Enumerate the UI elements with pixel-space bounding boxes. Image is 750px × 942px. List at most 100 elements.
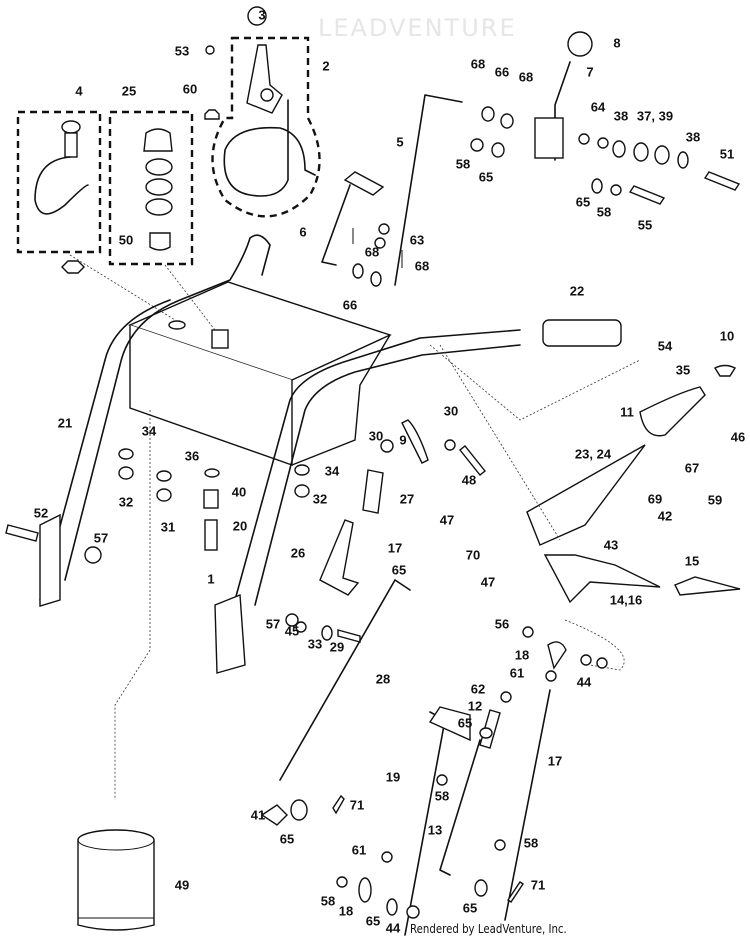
callout-label: 65: [458, 715, 472, 730]
callout-label: 13: [428, 822, 442, 837]
callout-label: 25: [122, 83, 136, 98]
nut-60: [204, 109, 220, 120]
callout-label: 32: [119, 494, 133, 509]
callout-label: 4: [75, 83, 83, 98]
handle-plate-left: [39, 513, 61, 607]
handle-21-inner: [39, 299, 171, 601]
callout-label: 57: [266, 616, 280, 631]
grip-15: [674, 576, 741, 596]
callout-label: 23, 24: [575, 446, 612, 461]
callout-label: 53: [175, 43, 189, 58]
callout-label: 37, 39: [637, 108, 673, 123]
callout-label: 7: [586, 64, 593, 79]
callout-label: 44: [386, 920, 401, 935]
filter-49: [77, 829, 155, 931]
callout-label: 68: [471, 56, 485, 71]
rod-28: [279, 579, 411, 781]
callout-label: 58: [321, 893, 335, 908]
callout-label: 2: [322, 58, 329, 73]
tank-fittings: [5, 439, 486, 643]
kit-box-25: [108, 110, 194, 266]
throttle-control-2: [223, 44, 316, 197]
callout-label: 48: [462, 472, 476, 487]
callout-label: 18: [515, 647, 529, 662]
knob-8: [567, 31, 593, 57]
callout-label: 29: [330, 639, 344, 654]
handle-bar-right-inner: [254, 344, 521, 606]
callout-label: 6: [299, 224, 306, 239]
callout-label: 38: [614, 108, 628, 123]
callout-label: 57: [94, 530, 108, 545]
knob-3: [247, 6, 267, 26]
callout-label: 34: [142, 423, 157, 438]
callout-label: 28: [376, 671, 390, 686]
callout-label: 58: [524, 835, 538, 850]
callout-label: 62: [471, 681, 485, 696]
handle-21: [64, 234, 271, 581]
callout-label: 26: [291, 545, 305, 560]
handle-14-16: [543, 554, 661, 604]
fuel-line-49: [114, 410, 151, 800]
screw-53: [205, 45, 215, 55]
callout-label: 65: [392, 562, 406, 577]
grip-22: [542, 319, 622, 347]
callout-label: 69: [648, 491, 662, 506]
callout-label: 34: [325, 463, 340, 478]
boot-27: [362, 469, 384, 514]
callout-label: 65: [576, 194, 590, 209]
rod-5: [394, 94, 463, 286]
callout-label: 71: [350, 797, 364, 812]
callout-label: 12: [468, 698, 482, 713]
callout-label: 30: [369, 428, 383, 443]
handle-bar-right: [234, 329, 521, 601]
callout-label: 60: [183, 81, 197, 96]
callout-label: 31: [161, 519, 175, 534]
callout-label: 55: [638, 217, 652, 232]
handle-plate-right: [214, 593, 246, 674]
footer-credit: Rendered by LeadVenture, Inc.: [410, 922, 567, 936]
callout-label: 15: [685, 553, 699, 568]
callout-label: 65: [366, 913, 380, 928]
callout-label: 61: [510, 665, 524, 680]
bracket-11: [639, 386, 706, 437]
callout-label: 43: [604, 537, 618, 552]
callout-label: 38: [686, 129, 700, 144]
callout-label: 22: [570, 283, 584, 298]
callout-label: 21: [58, 415, 72, 430]
leader-lines-2: [429, 344, 641, 541]
wing-nut-10: [713, 364, 737, 377]
callout-label: 58: [597, 204, 611, 219]
kit-box-4: [16, 110, 102, 254]
callout-label: 35: [676, 362, 690, 377]
callout-label: 67: [685, 460, 699, 475]
lever-plate: [534, 117, 564, 159]
callout-label: 8: [613, 35, 620, 50]
callout-label: 42: [658, 508, 672, 523]
callout-label: 1: [207, 571, 214, 586]
callout-label: 65: [463, 900, 477, 915]
callout-label: 56: [495, 616, 509, 631]
leader-lines: [69, 254, 216, 331]
spring-9: [401, 419, 429, 464]
bracket-26: [319, 519, 360, 596]
callout-label: 58: [435, 788, 449, 803]
callout-label: 66: [495, 64, 509, 79]
callout-label: 46: [731, 429, 745, 444]
callout-label: 17: [548, 753, 562, 768]
callout-label: 5: [396, 134, 403, 149]
leader-44: [564, 619, 625, 671]
watermark: LEADVENTURE: [318, 14, 517, 42]
callout-label: 68: [415, 258, 429, 273]
callout-label: 50: [119, 232, 133, 247]
callout-label: 3: [258, 7, 265, 22]
callout-label: 9: [399, 432, 406, 447]
callout-label: 54: [658, 338, 673, 353]
small-hardware-bottom: [260, 626, 608, 919]
callout-label: 59: [708, 492, 722, 507]
kit-box-2: [211, 36, 321, 218]
primer-4: [34, 120, 89, 274]
primer-bulb-25: [143, 128, 173, 251]
callout-label: 68: [519, 69, 533, 84]
